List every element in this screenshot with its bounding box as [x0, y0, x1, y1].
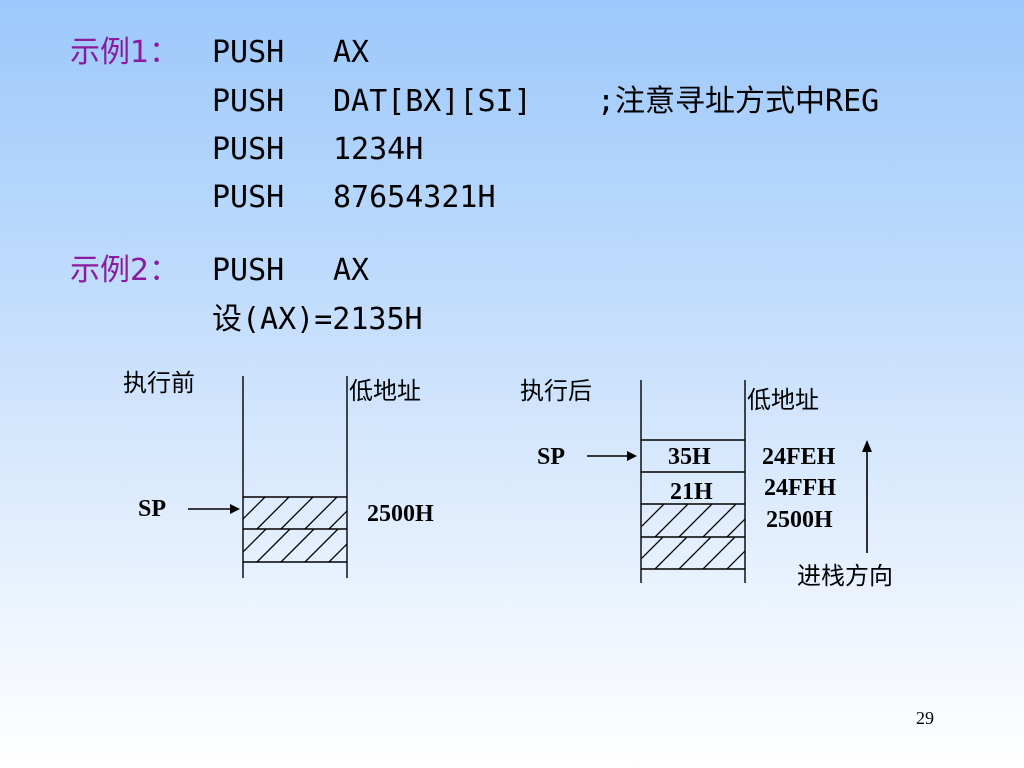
ex2-line-op: PUSH — [212, 253, 285, 288]
ex1-line2-op: PUSH — [212, 84, 285, 119]
ex2-line-arg: AX — [333, 253, 370, 288]
before-stack — [242, 376, 348, 578]
before-sp-arrow — [188, 504, 240, 514]
before-hatch-cell-2 — [243, 529, 347, 562]
example1-label: 示例1： — [70, 35, 180, 70]
before-title: 执行前 — [123, 369, 195, 397]
ex1-line2-arg: DAT[BX][SI] — [333, 84, 532, 119]
after-title: 执行后 — [520, 377, 592, 405]
ex1-line1-op: PUSH — [212, 35, 285, 70]
example2-label: 示例2： — [70, 253, 180, 288]
before-low-address: 低地址 — [349, 377, 421, 405]
after-cell-21h: 21H — [670, 479, 713, 505]
push-direction-label: 进栈方向 — [797, 562, 893, 590]
after-stack — [640, 380, 746, 583]
before-sp-label: SP — [138, 496, 167, 522]
after-hatch-cell-1 — [641, 504, 745, 537]
after-hatch-cell-2 — [641, 537, 745, 569]
after-address-24feh: 24FEH — [762, 444, 836, 470]
ex1-line4-op: PUSH — [212, 180, 285, 215]
ex2-assumption: 设(AX)=2135H — [212, 302, 423, 337]
push-direction-arrow — [862, 440, 872, 553]
after-sp-arrow — [587, 451, 637, 461]
ex1-line3-op: PUSH — [212, 132, 285, 167]
after-sp-label: SP — [537, 444, 566, 470]
after-cell-35h: 35H — [668, 444, 711, 470]
after-low-address: 低地址 — [747, 386, 819, 414]
page-number: 29 — [916, 708, 934, 728]
ex1-line1-arg: AX — [333, 35, 370, 70]
after-address-2500h: 2500H — [766, 507, 833, 533]
ex1-line2-comment: ;注意寻址方式中REG — [597, 84, 880, 119]
ex1-line3-arg: 1234H — [333, 132, 424, 167]
before-hatch-cell-1 — [243, 497, 347, 529]
ex1-line4-arg: 87654321H — [333, 180, 496, 215]
after-address-24ffh: 24FFH — [764, 475, 836, 501]
before-address-2500h: 2500H — [367, 501, 434, 527]
